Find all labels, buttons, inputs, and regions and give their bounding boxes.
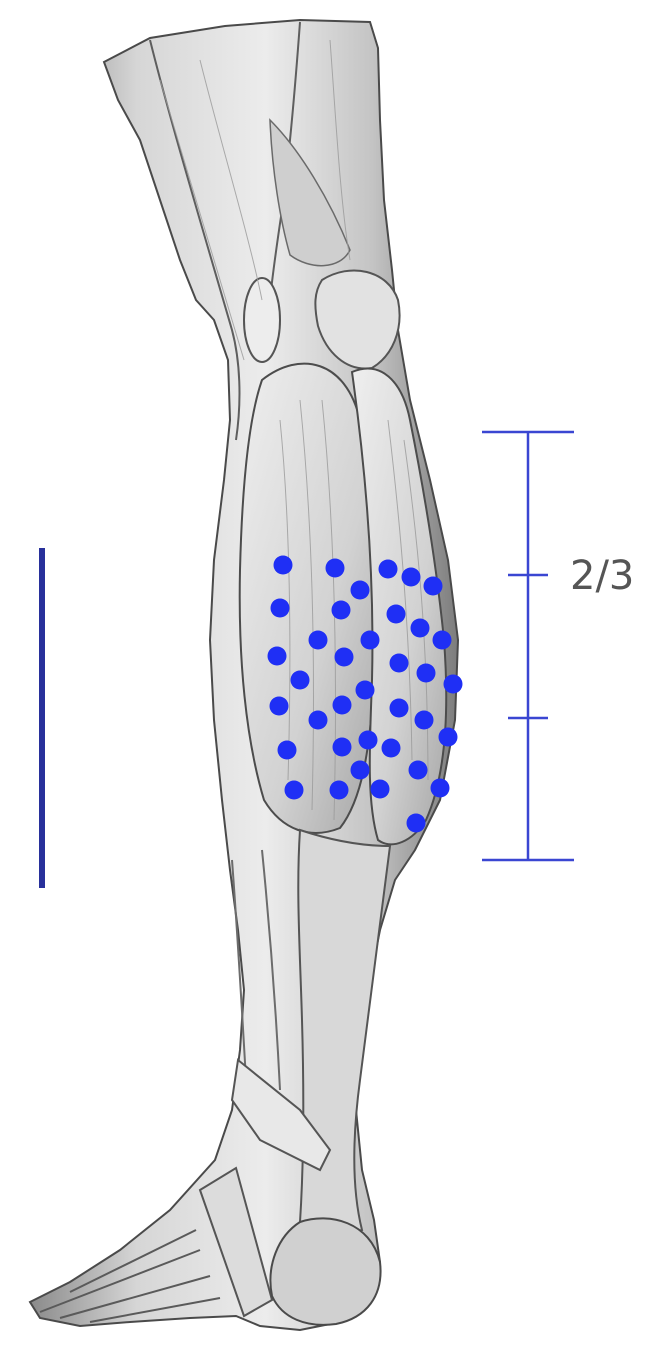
injection-point-dot: [335, 648, 354, 667]
injection-point-dot: [359, 731, 378, 750]
injection-point-dot: [271, 599, 290, 618]
injection-point-dot: [439, 728, 458, 747]
injection-point-dot: [270, 697, 289, 716]
calf-length-bracket: [482, 432, 574, 860]
injection-point-dot: [402, 568, 421, 587]
injection-point-dot: [351, 581, 370, 600]
knee-condyle-left: [244, 278, 280, 362]
injection-point-dot: [371, 780, 390, 799]
injection-point-dot: [390, 654, 409, 673]
injection-point-dot: [387, 605, 406, 624]
injection-point-dot: [330, 781, 349, 800]
injection-point-dot: [444, 675, 463, 694]
injection-point-dot: [333, 696, 352, 715]
achilles-tendon: [298, 830, 390, 1233]
injection-point-dot: [333, 738, 352, 757]
injection-point-dot: [332, 601, 351, 620]
injection-point-dot: [361, 631, 380, 650]
injection-point-dot: [379, 560, 398, 579]
injection-point-dot: [274, 556, 293, 575]
injection-point-dot: [309, 631, 328, 650]
injection-point-dot: [411, 619, 430, 638]
injection-point-dot: [278, 741, 297, 760]
injection-point-dot: [382, 739, 401, 758]
injection-point-dot: [285, 781, 304, 800]
injection-point-dot: [433, 631, 452, 650]
injection-point-dot: [409, 761, 428, 780]
ratio-label: 2/3: [570, 553, 634, 599]
injection-point-dot: [415, 711, 434, 730]
injection-point-dot: [291, 671, 310, 690]
injection-point-dot: [431, 779, 450, 798]
heel: [270, 1218, 380, 1324]
injection-point-dot: [351, 761, 370, 780]
injection-point-dot: [390, 699, 409, 718]
injection-point-dot: [424, 577, 443, 596]
injection-point-dot: [309, 711, 328, 730]
injection-point-dot: [326, 559, 345, 578]
injection-point-dot: [356, 681, 375, 700]
injection-point-dot: [407, 814, 426, 833]
injection-point-dot: [417, 664, 436, 683]
injection-point-dot: [268, 647, 287, 666]
lower-leg-muscle-anatomy-illustration: [30, 20, 458, 1330]
